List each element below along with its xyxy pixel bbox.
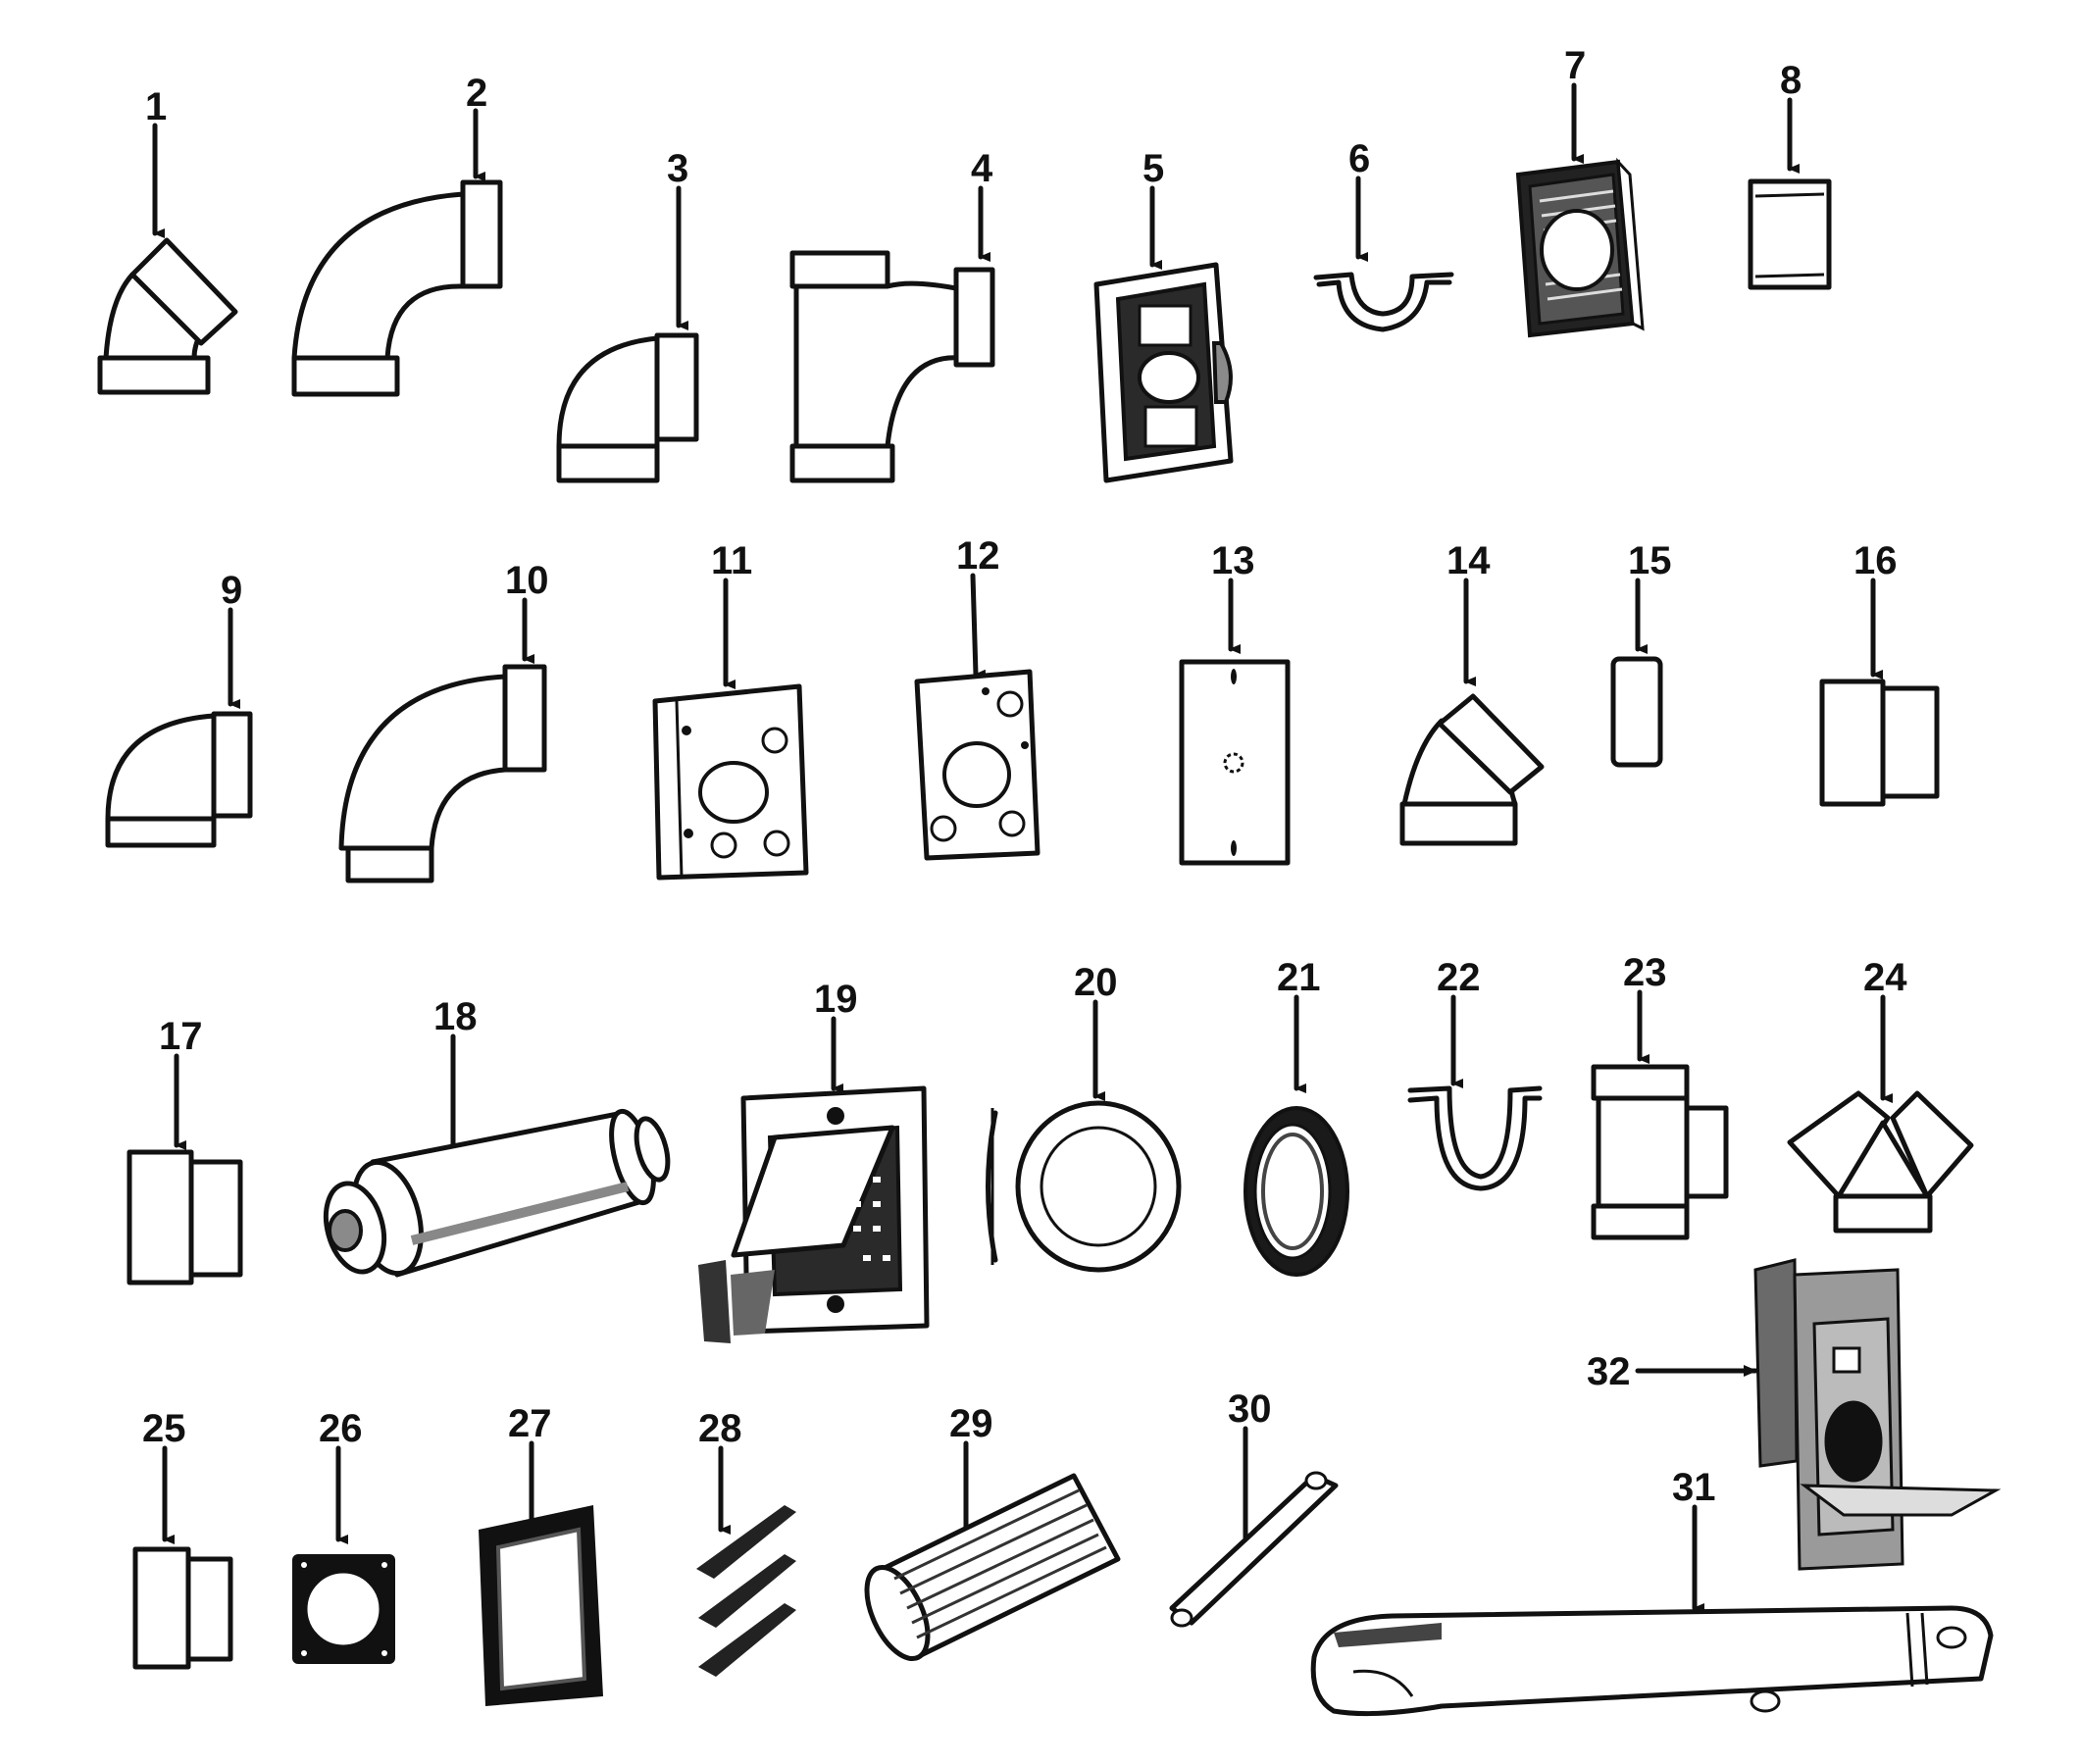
part-12-leader-arrow bbox=[970, 573, 987, 680]
part-8-coupling: 8 bbox=[1748, 59, 1832, 290]
part-32-number: 32 bbox=[1587, 1350, 1631, 1393]
part-16-number: 16 bbox=[1853, 539, 1898, 582]
part-3-number: 3 bbox=[667, 147, 688, 190]
part-30-hanger-bracket: 30 bbox=[1169, 1387, 1339, 1628]
part-17-reducer-coupling: 17 bbox=[127, 1015, 243, 1285]
part-2-number: 2 bbox=[466, 72, 487, 115]
part-31-number: 31 bbox=[1672, 1466, 1716, 1509]
part-25-reducer-coupling: 25 bbox=[132, 1407, 233, 1670]
part-19-exhaust-vent: 19 bbox=[698, 978, 930, 1343]
part-24-number: 24 bbox=[1863, 956, 1907, 999]
part-2-long-sweep-elbow: 2 bbox=[291, 72, 503, 397]
part-5-number: 5 bbox=[1142, 147, 1164, 190]
part-21-rubber-gasket: 21 bbox=[1244, 956, 1349, 1277]
part-16-reducer-coupling: 16 bbox=[1819, 539, 1940, 807]
part-15-pipe-stub: 15 bbox=[1610, 539, 1672, 768]
part-11-number: 11 bbox=[711, 539, 752, 582]
part-23-number: 23 bbox=[1623, 951, 1667, 994]
part-13-number: 13 bbox=[1211, 539, 1255, 582]
part-12-number: 12 bbox=[956, 534, 1000, 578]
part-14-number: 14 bbox=[1447, 539, 1491, 582]
part-18-number: 18 bbox=[433, 995, 478, 1038]
part-9-short-elbow: 9 bbox=[105, 569, 253, 848]
part-31-hose-handle: 31 bbox=[1310, 1466, 1994, 1717]
part-22-number: 22 bbox=[1437, 956, 1481, 999]
part-25-number: 25 bbox=[142, 1407, 186, 1450]
part-12-mounting-plate: 12 bbox=[914, 534, 1040, 861]
part-13-cover-plate: 13 bbox=[1179, 539, 1291, 866]
part-28-mounting-strips: 28 bbox=[696, 1407, 796, 1677]
part-28-number: 28 bbox=[698, 1407, 742, 1450]
part-29-number: 29 bbox=[949, 1402, 993, 1445]
part-26-square-gasket: 26 bbox=[292, 1407, 395, 1664]
part-10-long-sweep-elbow: 10 bbox=[338, 559, 549, 883]
part-7-number: 7 bbox=[1564, 44, 1586, 87]
part-4-number: 4 bbox=[971, 147, 993, 190]
part-24-wye-fitting: 24 bbox=[1787, 956, 1974, 1234]
part-17-number: 17 bbox=[159, 1015, 203, 1058]
part-20-number: 20 bbox=[1074, 961, 1118, 1004]
part-10-number: 10 bbox=[505, 559, 549, 602]
part-9-number: 9 bbox=[221, 569, 242, 612]
part-22-u-bolt-hanger: 22 bbox=[1407, 956, 1543, 1191]
part-7-wall-inlet-plate: 7 bbox=[1515, 44, 1645, 338]
part-6-pipe-strap: 6 bbox=[1313, 137, 1454, 332]
part-21-number: 21 bbox=[1277, 956, 1321, 999]
part-19-number: 19 bbox=[814, 978, 858, 1021]
part-27-number: 27 bbox=[508, 1402, 552, 1445]
part-1-45-degree-elbow: 1 bbox=[97, 85, 238, 395]
part-20-gasket-ring: 20 bbox=[986, 961, 1182, 1273]
part-4-sanitary-tee: 4 bbox=[789, 147, 995, 483]
part-32-wall-inlet-valve: 32 bbox=[1587, 1258, 2002, 1571]
part-27-trim-plate: 27 bbox=[479, 1402, 603, 1706]
part-15-number: 15 bbox=[1628, 539, 1672, 582]
part-14-45-degree-elbow: 14 bbox=[1399, 539, 1545, 846]
part-26-number: 26 bbox=[319, 1407, 363, 1450]
part-18-muffler: 18 bbox=[323, 995, 671, 1278]
part-1-number: 1 bbox=[145, 85, 167, 128]
part-23-sanitary-tee: 23 bbox=[1591, 951, 1729, 1240]
part-5-wall-plate-box: 5 bbox=[1093, 147, 1234, 483]
part-29-corrugated-sleeve: 29 bbox=[864, 1402, 1121, 1662]
part-8-number: 8 bbox=[1780, 59, 1802, 102]
part-6-number: 6 bbox=[1348, 137, 1370, 180]
part-11-mounting-plate: 11 bbox=[652, 539, 809, 881]
part-30-number: 30 bbox=[1228, 1387, 1272, 1431]
part-3-short-elbow: 3 bbox=[556, 147, 699, 483]
